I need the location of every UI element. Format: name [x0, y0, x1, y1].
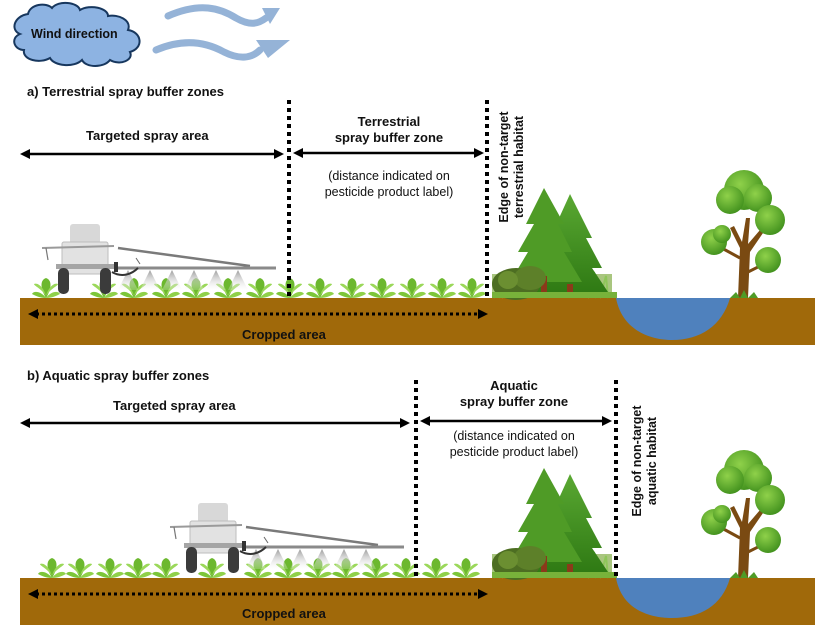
habitat-edge-label-b-line1: Edge of non-target — [630, 405, 644, 517]
buffer-zone-title-b-line1: Aquatic — [490, 378, 538, 393]
buffer-note-a: (distance indicated on pesticide product… — [300, 168, 478, 200]
buffer-zone-arrow-b — [420, 416, 612, 426]
pond-a — [616, 298, 730, 340]
wind-arrows-icon — [152, 4, 290, 61]
buffer-note-b: (distance indicated on pesticide product… — [422, 428, 606, 460]
deciduous-tree-a — [699, 168, 787, 300]
cropped-area-label-b: Cropped area — [242, 606, 326, 621]
buffer-zone-arrow-a — [293, 148, 484, 158]
targeted-area-arrow-b — [20, 418, 410, 428]
targeted-area-arrow-a — [20, 149, 284, 159]
buffer-note-b-line1: (distance indicated on — [453, 429, 575, 443]
cropped-area-label-a: Cropped area — [242, 327, 326, 342]
buffer-note-a-line1: (distance indicated on — [328, 169, 450, 183]
habitat-edge-label-b: Edge of non-target aquatic habitat — [630, 396, 660, 526]
habitat-edge-label-a-line1: Edge of non-target — [497, 111, 511, 223]
buffer-zone-title-a: Terrestrial spray buffer zone — [300, 114, 478, 146]
buffer-zone-title-a-line2: spray buffer zone — [334, 130, 444, 145]
habitat-edge-label-a: Edge of non-target terrestrial habitat — [497, 102, 527, 232]
buffer-note-b-line2: pesticide product label) — [449, 445, 579, 459]
panel-b-title: b) Aquatic spray buffer zones — [27, 368, 210, 383]
targeted-area-label-b: Targeted spray area — [113, 398, 236, 413]
conifer-forest-b — [491, 467, 618, 581]
buffer-zone-title-b-line2: spray buffer zone — [459, 394, 569, 409]
panel-a-title: a) Terrestrial spray buffer zones — [27, 84, 224, 99]
panel-b-scene — [20, 448, 815, 625]
buffer-zone-title-a-line1: Terrestrial — [357, 114, 421, 129]
habitat-edge-label-b-line2: aquatic habitat — [645, 416, 659, 506]
cropped-area-arrow-b — [28, 589, 488, 599]
wind-cloud-icon — [13, 2, 141, 67]
buffer-note-a-line2: pesticide product label) — [324, 185, 454, 199]
wind-direction-label: Wind direction — [31, 27, 118, 41]
cropped-area-arrow-a — [28, 309, 488, 319]
habitat-edge-label-a-line2: terrestrial habitat — [512, 115, 526, 219]
buffer-zone-title-b: Aquatic spray buffer zone — [422, 378, 606, 410]
panel-a-scene — [20, 168, 815, 345]
sprayer-a — [40, 222, 278, 296]
pond-b — [616, 578, 730, 618]
targeted-area-label-a: Targeted spray area — [86, 128, 209, 143]
deciduous-tree-b — [699, 448, 787, 580]
